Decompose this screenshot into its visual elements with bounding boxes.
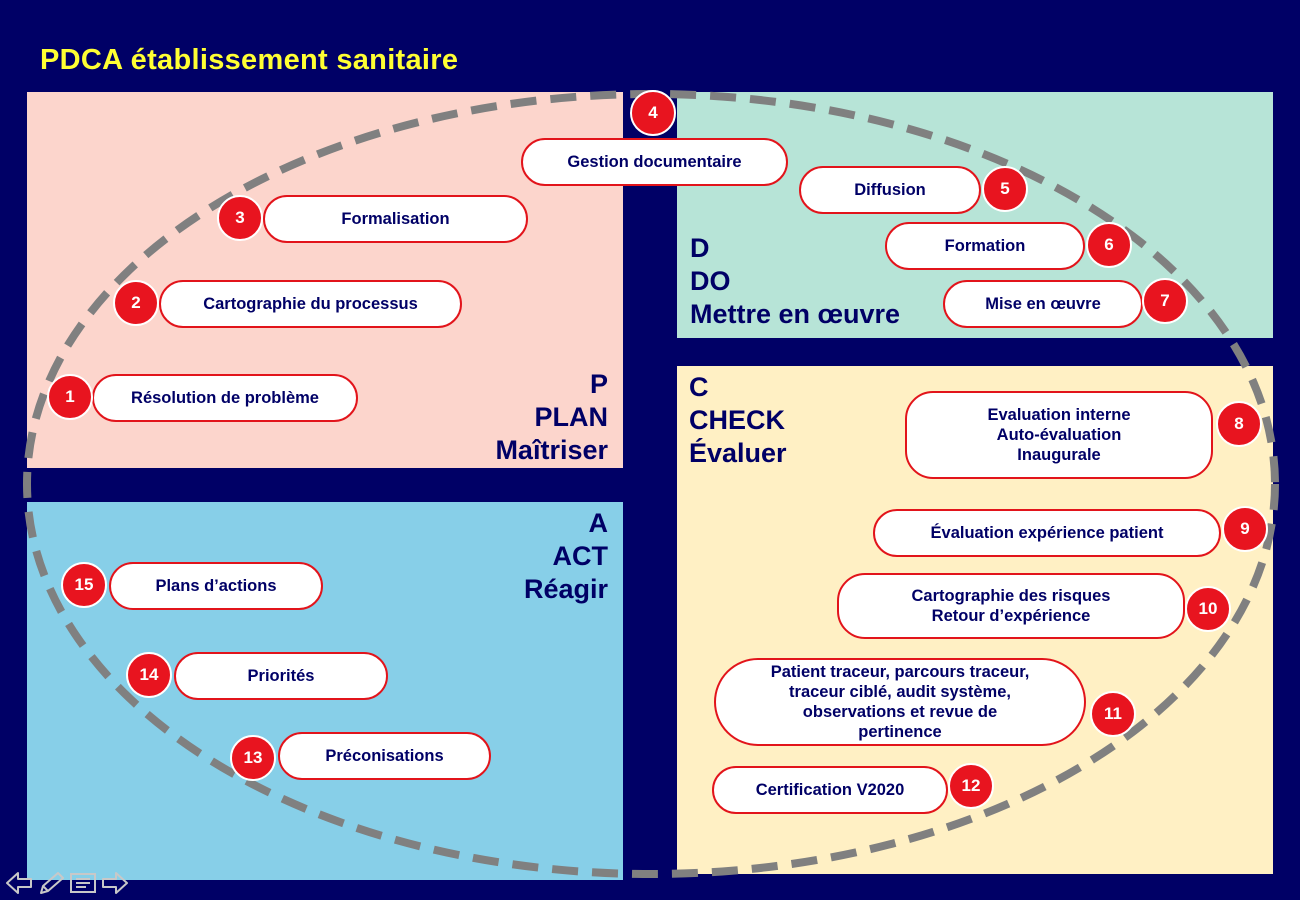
arrow-left-icon[interactable] <box>4 870 34 896</box>
step-badge-11: 11 <box>1090 691 1136 737</box>
step-label-11: Patient traceur, parcours traceur, trace… <box>714 658 1086 746</box>
act-verb: Réagir <box>523 574 608 604</box>
plan-name: PLAN <box>534 402 609 432</box>
step-label-14: Priorités <box>174 652 388 700</box>
step-badge-10: 10 <box>1185 586 1231 632</box>
step-badge-15: 15 <box>61 562 107 608</box>
check-verb: Évaluer <box>689 438 787 468</box>
check-letter: C <box>689 372 709 402</box>
check-label: C CHECK Évaluer <box>689 371 787 470</box>
pencil-icon[interactable] <box>36 870 66 896</box>
step-label-13: Préconisations <box>278 732 491 780</box>
step-label-6: Formation <box>885 222 1085 270</box>
step-label-10: Cartographie des risques Retour d’expéri… <box>837 573 1185 639</box>
step-label-5: Diffusion <box>799 166 981 214</box>
do-verb: Mettre en œuvre <box>690 299 901 329</box>
step-label-15: Plans d’actions <box>109 562 323 610</box>
step-label-3: Formalisation <box>263 195 528 243</box>
arrow-right-icon[interactable] <box>100 870 130 896</box>
step-badge-8: 8 <box>1216 401 1262 447</box>
step-label-2: Cartographie du processus <box>159 280 462 328</box>
act-label: A ACT Réagir <box>524 507 608 606</box>
step-badge-7: 7 <box>1142 278 1188 324</box>
step-badge-4: 4 <box>630 90 676 136</box>
step-badge-13: 13 <box>230 735 276 781</box>
check-name: CHECK <box>689 405 786 435</box>
do-letter: D <box>690 233 710 263</box>
slide-navigation <box>4 870 130 898</box>
step-badge-3: 3 <box>217 195 263 241</box>
do-label: D DO Mettre en œuvre <box>690 232 900 331</box>
step-label-9: Évaluation expérience patient <box>873 509 1221 557</box>
step-label-4: Gestion documentaire <box>521 138 788 186</box>
act-name: ACT <box>552 541 609 571</box>
plan-verb: Maîtriser <box>495 435 608 465</box>
step-badge-6: 6 <box>1086 222 1132 268</box>
plan-letter: P <box>589 369 608 399</box>
step-label-7: Mise en œuvre <box>943 280 1143 328</box>
page-title: PDCA établissement sanitaire <box>40 44 459 76</box>
act-letter: A <box>588 508 609 538</box>
step-badge-9: 9 <box>1222 506 1268 552</box>
step-badge-5: 5 <box>982 166 1028 212</box>
step-badge-1: 1 <box>47 374 93 420</box>
step-label-12: Certification V2020 <box>712 766 948 814</box>
menu-icon[interactable] <box>68 870 98 896</box>
step-badge-14: 14 <box>126 652 172 698</box>
do-name: DO <box>690 266 731 296</box>
step-badge-2: 2 <box>113 280 159 326</box>
step-badge-12: 12 <box>948 763 994 809</box>
plan-label: P PLAN Maîtriser <box>495 368 608 467</box>
step-label-1: Résolution de problème <box>92 374 358 422</box>
step-label-8: Evaluation interne Auto-évaluation Inaug… <box>905 391 1213 479</box>
